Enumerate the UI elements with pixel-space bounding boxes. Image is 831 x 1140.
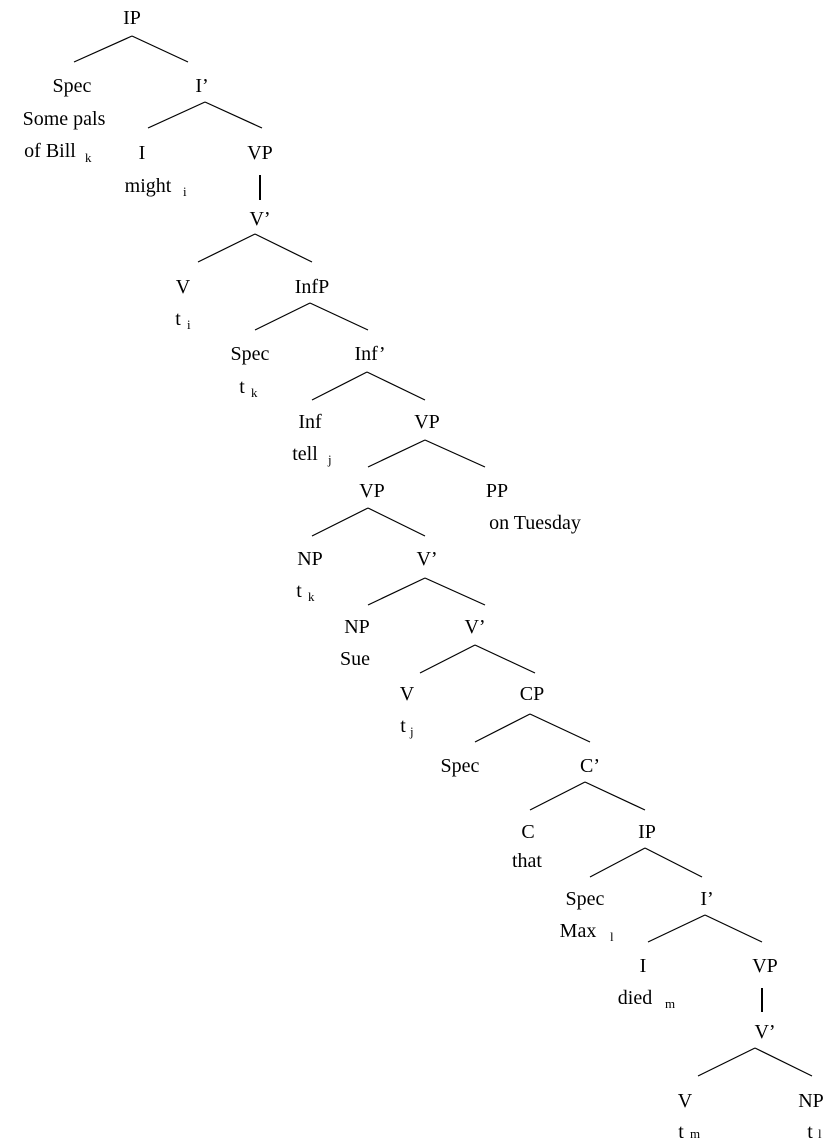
node-v: V: [400, 683, 415, 705]
node-c: C: [521, 821, 534, 843]
edge-ip2-ibar: [644, 847, 703, 878]
edge-cbar-c: [529, 781, 586, 811]
node-np: NP: [344, 616, 370, 638]
index-l: l: [818, 1126, 822, 1140]
node-spec: Spec: [441, 755, 480, 777]
edge-infp-spec: [254, 302, 311, 331]
node-inf: Inf: [298, 411, 322, 433]
edge-ibar-vp: [204, 101, 263, 129]
index-i: i: [183, 184, 187, 199]
node-np: NP: [297, 548, 323, 570]
edge-cp-spec: [474, 713, 531, 743]
node-vbar: V’: [416, 548, 437, 570]
index-j: j: [327, 452, 332, 467]
node-vp: VP: [247, 142, 273, 164]
node-ibar: I’: [195, 75, 208, 97]
word-max: Max: [560, 920, 597, 942]
trace-t: t: [400, 715, 406, 737]
index-m: m: [690, 1126, 700, 1140]
trace-t: t: [296, 580, 302, 602]
edge-ibar-i: [147, 101, 206, 129]
index-m: m: [665, 996, 675, 1011]
node-vbar: V’: [754, 1021, 775, 1043]
node-spec: Spec: [566, 888, 605, 910]
index-i: i: [187, 317, 191, 332]
edge-vbar3-v: [419, 644, 476, 674]
node-spec: Spec: [53, 75, 92, 97]
edge-vbar2-vbar: [424, 577, 486, 606]
node-cbar: C’: [580, 755, 600, 777]
edge-ip2-spec: [589, 847, 646, 878]
node-cp: CP: [520, 683, 544, 705]
word-of-bill: of Bill: [24, 140, 76, 162]
node-vbar: V’: [249, 208, 270, 230]
edge-vbar3-cp: [474, 644, 536, 674]
index-k: k: [251, 385, 258, 400]
edge-infp-infbar: [309, 302, 369, 331]
edge-ip-ibar: [131, 35, 189, 63]
edge-vp3-np: [311, 507, 369, 537]
edge-infbar-vp: [366, 371, 426, 401]
edge-ibar2-i: [647, 914, 706, 943]
word-sue: Sue: [340, 648, 370, 670]
edge-vbar-infp: [254, 233, 313, 263]
trace-t: t: [807, 1121, 813, 1140]
word-that: that: [512, 850, 542, 872]
node-spec: Spec: [231, 343, 270, 365]
index-k: k: [308, 589, 315, 604]
index-j: j: [409, 724, 414, 739]
edge-vp-vp: [367, 439, 426, 468]
node-vp: VP: [752, 955, 778, 977]
edge-vbar4-v: [697, 1047, 756, 1077]
node-ibar: I’: [700, 888, 713, 910]
node-infbar: Inf’: [354, 343, 385, 365]
trace-t: t: [175, 308, 181, 330]
index-k: k: [85, 150, 92, 165]
node-vbar: V’: [464, 616, 485, 638]
node-ip: IP: [638, 821, 656, 843]
edge-ip-spec: [73, 35, 133, 63]
node-infp: InfP: [295, 276, 329, 298]
word-tell: tell: [292, 443, 318, 465]
edge-vbar2-np: [367, 577, 426, 606]
trace-t: t: [678, 1121, 684, 1140]
node-pp: PP: [486, 480, 508, 502]
tree-edges: [73, 35, 813, 1077]
edge-cp-cbar: [529, 713, 591, 743]
edge-infbar-inf: [311, 371, 368, 401]
node-v: V: [678, 1090, 693, 1112]
node-i: I: [139, 142, 146, 164]
edge-vbar4-np: [754, 1047, 813, 1077]
word-some-pals: Some pals: [23, 108, 106, 130]
edge-ibar2-vp: [704, 914, 763, 943]
index-l: l: [610, 929, 614, 944]
edge-cbar-ip: [584, 781, 646, 811]
node-v: V: [176, 276, 191, 298]
node-i: I: [640, 955, 647, 977]
node-ip: IP: [123, 7, 141, 29]
tree-nodes: IP Spec Some pals of Bill k I’ I might i…: [23, 7, 824, 1140]
edge-vp-pp: [424, 439, 486, 468]
node-vp: VP: [414, 411, 440, 433]
edge-vbar-v: [197, 233, 256, 263]
word-on-tuesday: on Tuesday: [489, 512, 581, 534]
word-might: might: [125, 175, 172, 197]
edge-vp3-vbar: [367, 507, 426, 537]
node-vp: VP: [359, 480, 385, 502]
word-died: died: [618, 987, 652, 1009]
trace-t: t: [239, 376, 245, 398]
node-np: NP: [798, 1090, 824, 1112]
